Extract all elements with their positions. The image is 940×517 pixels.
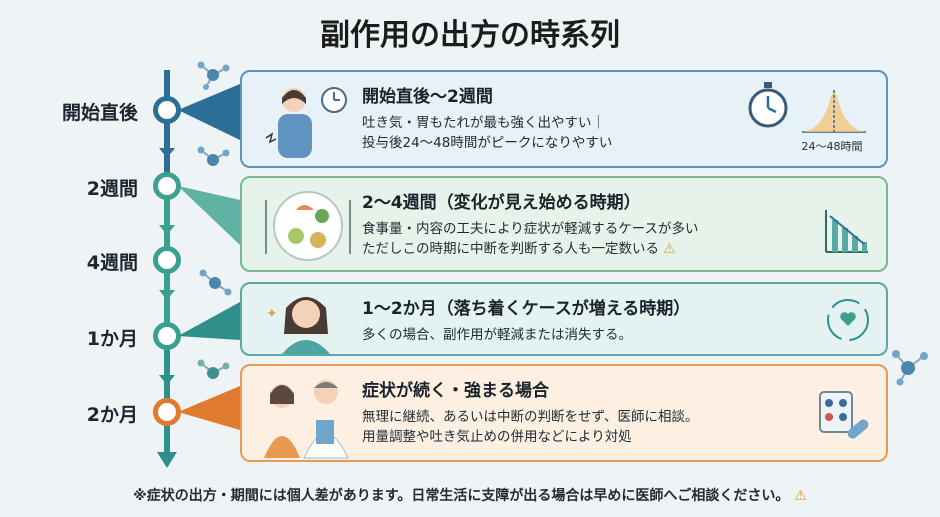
calm-woman-icon: ✦ — [266, 297, 330, 354]
meal-plate-icon — [265, 191, 351, 261]
page-title: 副作用の出方の時系列 — [320, 18, 620, 53]
medicine-icon — [819, 391, 869, 439]
svg-text:✦: ✦ — [266, 306, 278, 322]
phase-card-1-2months: ✦ 1〜2か月（落ち着くケースが増える時期） 多くの場合、副作用が軽減または消失… — [240, 282, 888, 356]
timeline-label: 1か月 — [86, 328, 138, 350]
card-line: 吐き気・胃もたれが最も強く出やすい｜ — [362, 115, 605, 131]
timeline-arrowhead — [159, 148, 175, 158]
timeline-node — [153, 398, 181, 426]
footer-note: ※症状の出方・期間には個人差があります。日常生活に支障が出る場合は早めに医師へご… — [133, 488, 807, 504]
phase-card-early: 開始直後〜2週間 吐き気・胃もたれが最も強く出やすい｜ 投与後24〜48時間がピ… — [240, 70, 888, 168]
pointer-3 — [178, 302, 240, 340]
timeline-node — [153, 172, 181, 200]
card-line: 多くの場合、副作用が軽減または消失する。 — [362, 327, 632, 343]
warning-icon: ⚠ — [794, 488, 807, 504]
molecule-icon — [892, 350, 928, 386]
timeline-label: 2週間 — [86, 178, 138, 200]
timeline-node — [153, 322, 181, 350]
timeline-arrowhead — [159, 375, 175, 385]
timeline-label: 2か月 — [86, 404, 138, 426]
timeline-arrowhead — [159, 225, 175, 235]
timeline-arrowhead — [159, 290, 175, 300]
peak-label: 24〜48時間 — [801, 140, 863, 153]
card-line: 無理に継続、あるいは中断の判断をせず、医師に相談。 — [362, 409, 699, 425]
card-heading: 1〜2か月（落ち着くケースが増える時期） — [362, 299, 691, 319]
molecule-icon — [199, 269, 232, 296]
molecule-icon — [197, 61, 230, 90]
card-heading: 症状が続く・強まる場合 — [362, 381, 549, 401]
phase-card-2-4weeks: 2〜4週間（変化が見え始める時期） 食事量・内容の工夫により症状が軽減するケース… — [240, 176, 888, 272]
molecule-icon — [197, 146, 230, 166]
phase-card-persistent: 症状が続く・強まる場合 無理に継続、あるいは中断の判断をせず、医師に相談。 用量… — [240, 364, 888, 462]
card-line: ただしこの時期に中断を判断する人も一定数いる ⚠ — [362, 241, 676, 257]
declining-chart-icon — [825, 210, 868, 253]
timeline-segment — [164, 70, 170, 195]
pointer-2 — [178, 186, 240, 245]
timeline-arrow-end — [157, 452, 177, 468]
card-line: 用量調整や吐き気止めの併用などにより対処 — [362, 429, 632, 445]
stopwatch-icon — [748, 82, 788, 128]
molecule-icon — [197, 359, 230, 379]
card-heading: 2〜4週間（変化が見え始める時期） — [362, 193, 641, 213]
timeline-node — [153, 246, 181, 274]
card-pointers — [178, 84, 240, 430]
pointer-1 — [178, 84, 240, 140]
card-heading: 開始直後〜2週間 — [362, 87, 493, 107]
warning-icon: ⚠ — [663, 241, 676, 257]
timeline-label: 4週間 — [86, 252, 138, 274]
card-line: 投与後24〜48時間がピークになりやすい — [362, 135, 613, 151]
timeline-segment — [164, 335, 170, 455]
doctor-patient-icon — [264, 380, 349, 459]
woman-nausea-icon — [265, 87, 347, 158]
bell-curve-icon — [802, 90, 866, 133]
pointer-4 — [178, 386, 240, 430]
heart-hands-icon — [827, 299, 869, 341]
timeline-label: 開始直後 — [61, 102, 138, 124]
timeline-node — [153, 96, 181, 124]
card-line: 食事量・内容の工夫により症状が軽減するケースが多い — [362, 221, 699, 237]
